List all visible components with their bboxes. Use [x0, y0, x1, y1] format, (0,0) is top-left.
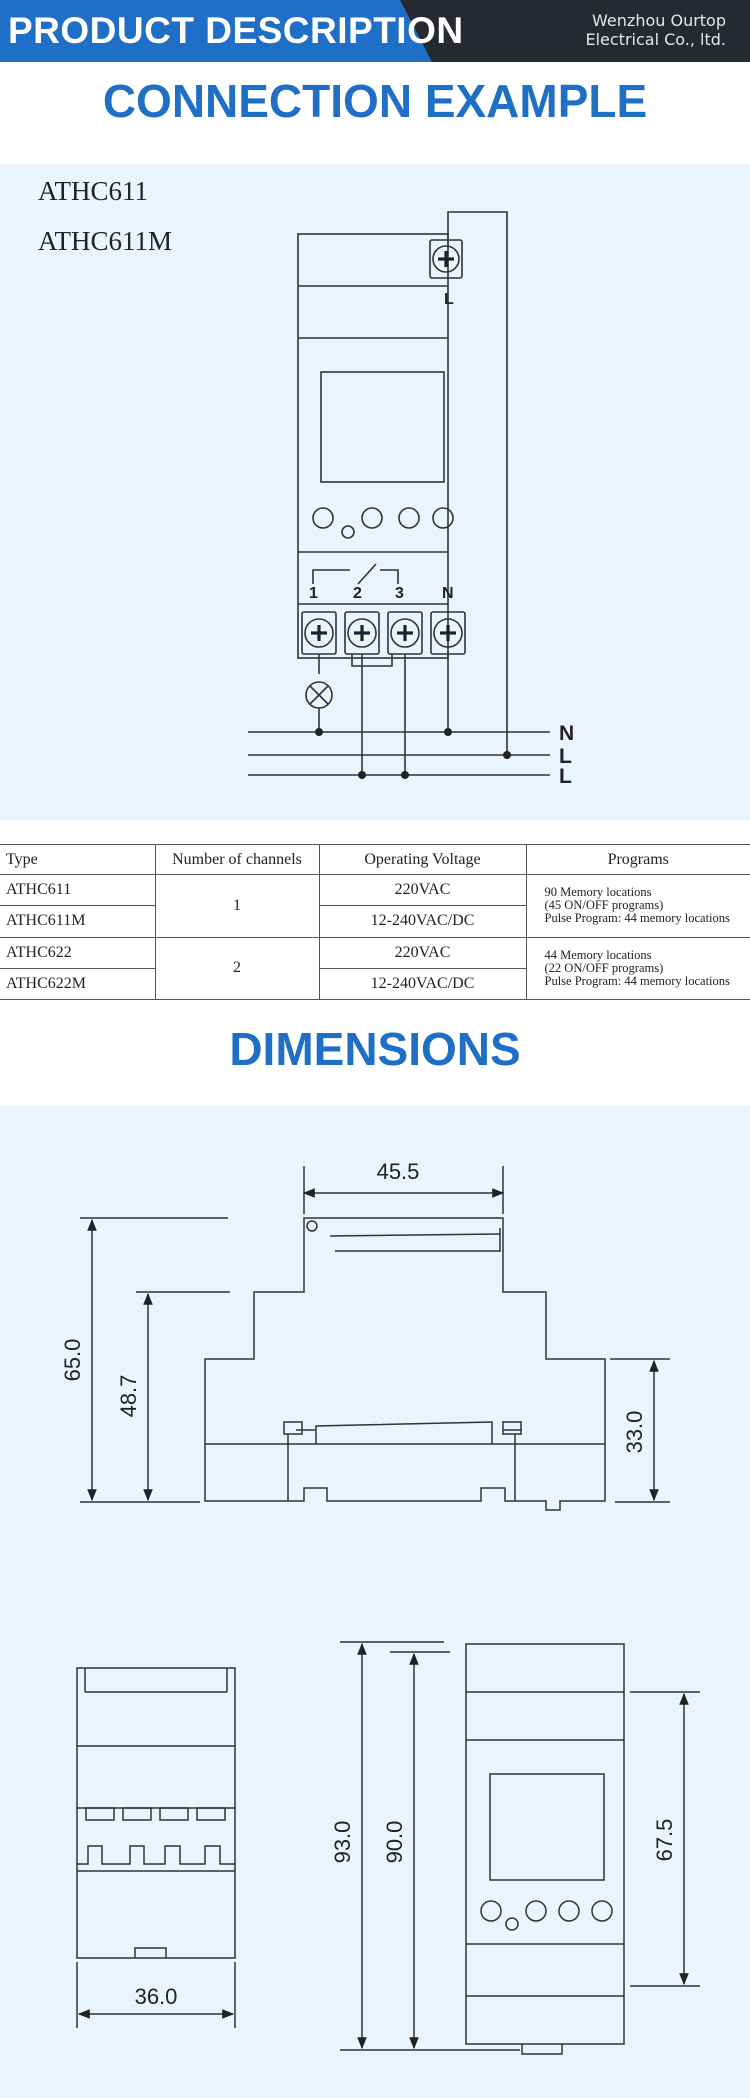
programs-line: 90 Memory locations	[544, 885, 652, 900]
company-name-line-2: Electrical Co., ltd.	[585, 30, 726, 49]
header-accent-band	[0, 0, 432, 62]
dim-front-body-height: 90.0	[382, 1821, 407, 1864]
type-cell: ATHC611M	[0, 905, 156, 938]
spec-table: Type Number of channels Operating Voltag…	[0, 843, 750, 1001]
dimensions-drawing-panel: 45.5 65.0 48.7 33.0 36.0 93.0 90.0 67.5	[0, 1106, 750, 2098]
terminal-label-2: 2	[353, 585, 362, 602]
page-header: PRODUCT DESCRIPTION Wenzhou Ourtop Elect…	[0, 0, 750, 62]
table-row: ATHC611 1 220VAC 90 Memory locations (45…	[0, 874, 750, 938]
dim-side-total-height: 65.0	[60, 1339, 85, 1382]
dim-side-front-height: 33.0	[622, 1411, 647, 1454]
voltage-cell: 12-240VAC/DC	[318, 905, 527, 938]
line-label-l1: L	[559, 745, 572, 768]
l-feed-wire	[447, 211, 508, 755]
terminal-label-l: L	[444, 291, 454, 308]
programs-line: Pulse Program: 44 memory locations	[544, 911, 730, 926]
table-row: ATHC622M 12-240VAC/DC	[0, 967, 750, 1001]
device-body	[297, 233, 449, 659]
connection-section-title: CONNECTION EXAMPLE	[102, 75, 648, 127]
table-row: ATHC611M 12-240VAC/DC	[0, 905, 750, 938]
header-programs: Programs	[525, 843, 750, 876]
table-header-row: Type Number of channels Operating Voltag…	[0, 843, 750, 876]
connection-diagram-panel: ATHC611 ATHC611M	[0, 164, 750, 820]
programs-line: 44 Memory locations	[544, 947, 652, 962]
header-title: PRODUCT DESCRIPTION	[8, 10, 464, 51]
button-icon	[312, 507, 334, 529]
terminal-label-3: 3	[395, 585, 404, 602]
type-cell: ATHC622M	[0, 967, 156, 1001]
terminal-label-1: 1	[309, 585, 318, 602]
voltage-cell: 220VAC	[318, 936, 527, 969]
header-voltage: Operating Voltage	[318, 843, 527, 876]
programs-line: (22 ON/OFF programs)	[544, 960, 664, 975]
channels-cell: 1	[154, 874, 320, 938]
display-window	[320, 371, 445, 483]
table-row: ATHC622 2 220VAC 44 Memory locations (22…	[0, 936, 750, 1001]
model-label-2: ATHC611M	[38, 226, 173, 256]
programs-line: (45 ON/OFF programs)	[544, 898, 664, 913]
voltage-cell: 220VAC	[318, 874, 527, 907]
line-label-n: N	[559, 722, 574, 745]
bottom-view-drawing	[76, 1667, 236, 1959]
programs-cell: 44 Memory locations (22 ON/OFF programs)…	[525, 936, 750, 1001]
wiring-diagram: L 1 2 3 N N L L	[248, 211, 574, 788]
channels-cell: 2	[154, 936, 320, 1001]
terminal-label-n: N	[442, 585, 454, 602]
company-name-line-1: Wenzhou Ourtop	[592, 11, 726, 30]
model-label-1: ATHC611	[38, 176, 149, 206]
dim-side-body-height: 48.7	[116, 1375, 141, 1418]
programs-cell: 90 Memory locations (45 ON/OFF programs)…	[525, 874, 750, 938]
dim-front-total-height: 93.0	[330, 1821, 355, 1864]
dim-bottom-width: 36.0	[135, 1984, 178, 2009]
type-cell: ATHC622	[0, 936, 156, 969]
line-label-l2: L	[559, 765, 572, 788]
front-view-drawing	[465, 1643, 625, 2055]
dim-side-width: 45.5	[377, 1159, 420, 1184]
header-channels: Number of channels	[154, 843, 320, 876]
dimensions-section-title: DIMENSIONS	[229, 1023, 521, 1075]
dim-front-face-height: 67.5	[652, 1819, 677, 1862]
voltage-cell: 12-240VAC/DC	[318, 967, 527, 1001]
header-type: Type	[0, 843, 156, 876]
type-cell: ATHC611	[0, 874, 156, 907]
programs-line: Pulse Program: 44 memory locations	[544, 973, 730, 988]
side-view-drawing	[204, 1217, 606, 1511]
company-name: Wenzhou Ourtop Electrical Co., ltd.	[585, 11, 726, 49]
dimension-drawings: 45.5 65.0 48.7 33.0 36.0 93.0 90.0 67.5	[60, 1159, 700, 2055]
